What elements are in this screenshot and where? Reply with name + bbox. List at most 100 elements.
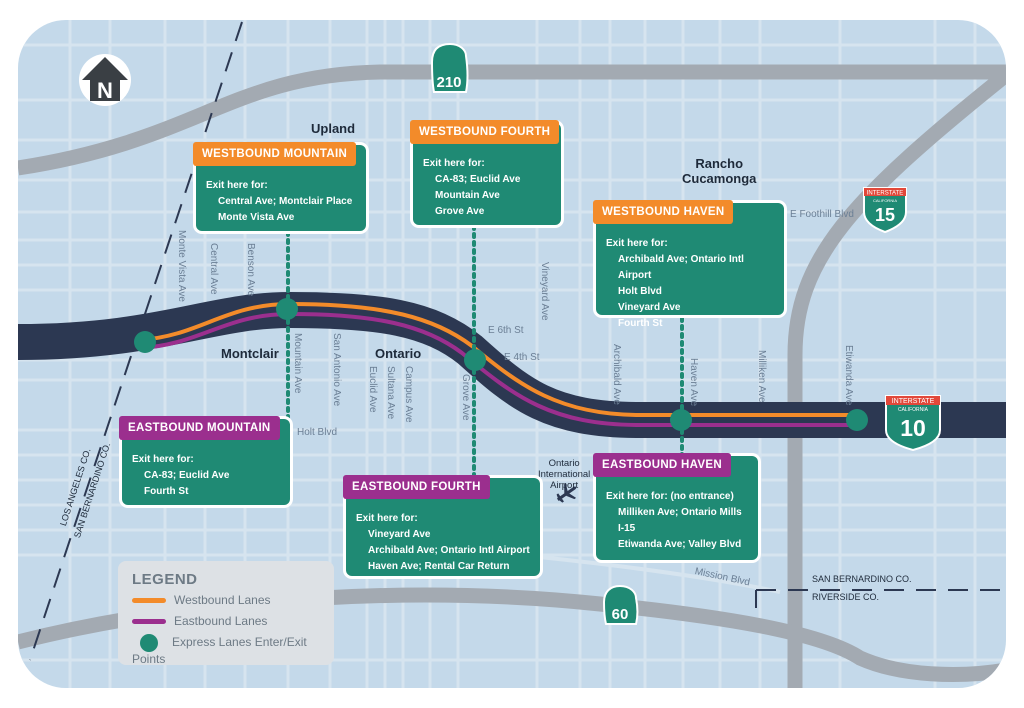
i15-shield-icon: INTERSTATE CALIFORNIA 15 bbox=[863, 187, 907, 234]
access-point-mountain bbox=[276, 298, 298, 320]
box-intro: Exit here for: bbox=[206, 180, 268, 191]
box-eastbound-mountain-header: EASTBOUND MOUNTAIN bbox=[119, 416, 280, 440]
street-central: Central Ave bbox=[208, 243, 219, 295]
box-westbound-fourth-body: Exit here for: CA-83; Euclid Ave Mountai… bbox=[423, 156, 555, 220]
box-eastbound-fourth-header: EASTBOUND FOURTH bbox=[343, 475, 490, 499]
box-item: Fourth St bbox=[618, 318, 663, 329]
box-westbound-haven: WESTBOUND HAVEN Exit here for: Archibald… bbox=[593, 200, 784, 329]
street-etiwanda: Etiwanda Ave bbox=[843, 345, 854, 406]
legend-eastbound: Eastbound Lanes bbox=[132, 614, 267, 628]
street-grove: Grove Ave bbox=[460, 374, 471, 421]
street-euclid: Euclid Ave bbox=[367, 366, 378, 413]
street-holt: Holt Blvd bbox=[297, 427, 338, 438]
access-point-haven bbox=[670, 409, 692, 431]
box-item: I-15 bbox=[618, 523, 636, 534]
box-item: Mountain Ave bbox=[435, 190, 500, 201]
box-westbound-haven-header: WESTBOUND HAVEN bbox=[593, 200, 734, 224]
county-riverside: RIVERSIDE CO. bbox=[812, 592, 880, 602]
box-eastbound-haven-header: EASTBOUND HAVEN bbox=[593, 453, 731, 477]
i10-shield-icon: INTERSTATE CALIFORNIA 10 bbox=[885, 395, 941, 452]
box-item: Fourth St bbox=[144, 486, 189, 497]
i10-top-text: INTERSTATE bbox=[892, 398, 935, 405]
box-item: CA-83; Euclid Ave bbox=[144, 470, 230, 481]
street-monte-vista: Monte Vista Ave bbox=[176, 230, 187, 302]
box-item: Haven Ave; Rental Car Return bbox=[368, 561, 510, 572]
street-haven: Haven Ave bbox=[688, 358, 699, 407]
box-eastbound-mountain-body: Exit here for: CA-83; Euclid Ave Fourth … bbox=[132, 452, 284, 500]
access-point-fourth bbox=[464, 349, 486, 371]
access-point-montclair bbox=[134, 331, 156, 353]
box-westbound-mountain-header: WESTBOUND MOUNTAIN bbox=[193, 142, 357, 166]
box-westbound-mountain-body: Exit here for: Central Ave; Montclair Pl… bbox=[206, 178, 360, 226]
box-item: Grove Ave bbox=[435, 206, 485, 217]
street-campus: Campus Ave bbox=[403, 366, 414, 423]
legend-westbound: Westbound Lanes bbox=[132, 593, 271, 607]
airport-line1: Ontario bbox=[548, 458, 580, 469]
box-intro: Exit here for: bbox=[356, 513, 418, 524]
street-benson: Benson Ave bbox=[245, 243, 256, 297]
box-item: CA-83; Euclid Ave bbox=[435, 174, 521, 185]
box-item: Vineyard Ave bbox=[368, 529, 431, 540]
legend-points-label: Express Lanes Enter/Exit Points bbox=[132, 635, 307, 666]
legend-eastbound-label: Eastbound Lanes bbox=[174, 614, 268, 628]
street-e4th: E 4th St bbox=[504, 352, 540, 363]
north-arrow-icon: N bbox=[79, 54, 131, 106]
sr210-shield-icon: 210 bbox=[430, 42, 469, 93]
box-item: Central Ave; Montclair Place bbox=[218, 196, 353, 207]
sr60-shield-icon: 60 bbox=[602, 584, 639, 625]
box-westbound-haven-body: Exit here for: Archibald Ave; Ontario In… bbox=[606, 236, 778, 332]
street-sultana: Sultana Ave bbox=[385, 366, 396, 420]
north-arrow-letter: N bbox=[97, 78, 113, 103]
box-westbound-fourth-header: WESTBOUND FOURTH bbox=[410, 120, 560, 144]
box-intro: Exit here for: (no entrance) bbox=[606, 491, 734, 502]
airport-label: Ontario International Airport bbox=[538, 458, 590, 491]
street-mountain: Mountain Ave bbox=[292, 333, 303, 394]
sr210-freeway bbox=[18, 64, 1006, 176]
i15-freeway bbox=[787, 69, 1006, 688]
i10-freeway bbox=[18, 291, 1006, 438]
city-rancho-cucamonga: Rancho Cucamonga bbox=[682, 156, 756, 186]
box-intro: Exit here for: bbox=[606, 238, 668, 249]
legend-points: Express Lanes Enter/Exit Points bbox=[132, 634, 334, 666]
westbound-swatch bbox=[132, 598, 166, 604]
airport-line2: International bbox=[538, 469, 591, 480]
box-eastbound-fourth-body: Exit here for: Vineyard Ave Archibald Av… bbox=[356, 511, 534, 575]
eastbound-swatch bbox=[132, 619, 166, 625]
legend: LEGEND Westbound Lanes Eastbound Lanes E… bbox=[118, 561, 334, 666]
street-san-antonio: San Antonio Ave bbox=[331, 333, 342, 407]
airport-line3: Airport bbox=[550, 480, 579, 491]
city-upland: Upland bbox=[311, 121, 356, 136]
city-ontario: Ontario bbox=[375, 346, 422, 361]
street-archibald: Archibald Ave bbox=[611, 344, 622, 405]
access-points bbox=[134, 298, 868, 431]
box-item: Archibald Ave; Ontario Intl Airport bbox=[368, 545, 530, 556]
box-intro: Exit here for: bbox=[423, 158, 485, 169]
box-item: Monte Vista Ave bbox=[218, 212, 295, 223]
city-rancho-line2: Cucamonga bbox=[682, 171, 757, 186]
box-item: Holt Blvd bbox=[618, 286, 662, 297]
city-montclair: Montclair bbox=[221, 346, 279, 361]
box-westbound-fourth: WESTBOUND FOURTH Exit here for: CA-83; E… bbox=[410, 120, 561, 225]
box-intro: Exit here for: bbox=[132, 454, 194, 465]
i15-state-text: CALIFORNIA bbox=[873, 198, 897, 203]
access-point-swatch bbox=[140, 634, 158, 652]
street-e6th: E 6th St bbox=[488, 325, 524, 336]
sr210-number: 210 bbox=[436, 74, 461, 91]
eastbound-lane bbox=[139, 311, 858, 427]
county-sb-right: SAN BERNARDINO CO. bbox=[812, 574, 912, 584]
i15-top-text: INTERSTATE bbox=[867, 191, 903, 197]
legend-westbound-label: Westbound Lanes bbox=[174, 593, 271, 607]
box-eastbound-mountain: EASTBOUND MOUNTAIN Exit here for: CA-83;… bbox=[119, 416, 290, 505]
box-item: Milliken Ave; Ontario Mills bbox=[618, 507, 742, 518]
i10-state-text: CALIFORNIA bbox=[898, 407, 929, 413]
i10-number: 10 bbox=[900, 415, 926, 441]
street-vineyard: Vineyard Ave bbox=[539, 262, 550, 321]
legend-title: LEGEND bbox=[132, 571, 198, 588]
city-rancho-line1: Rancho bbox=[695, 156, 744, 171]
street-foothill: E Foothill Blvd bbox=[790, 209, 854, 220]
box-westbound-mountain: WESTBOUND MOUNTAIN Exit here for: Centra… bbox=[193, 142, 366, 231]
box-eastbound-haven-body: Exit here for: (no entrance) Milliken Av… bbox=[606, 489, 752, 553]
sr60-number: 60 bbox=[612, 606, 629, 623]
box-item: Vineyard Ave bbox=[618, 302, 681, 313]
access-point-etiwanda bbox=[846, 409, 868, 431]
